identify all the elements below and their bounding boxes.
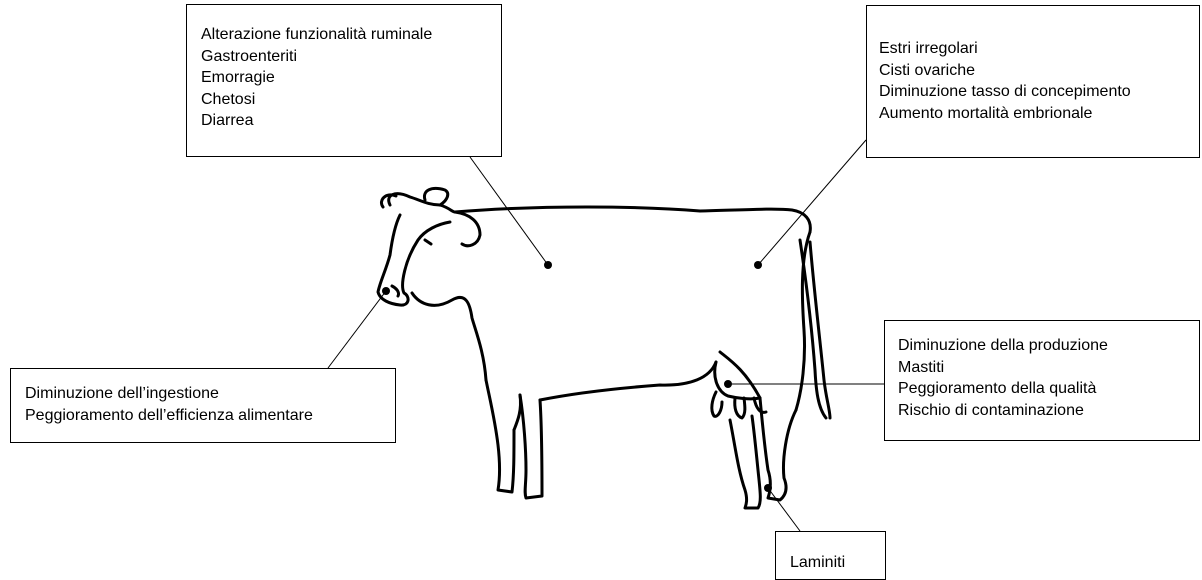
- callout-line: Diarrea: [201, 110, 501, 132]
- callout-line: Peggioramento della qualità: [898, 378, 1199, 400]
- callout-line: Alterazione funzionalità ruminale: [201, 24, 501, 46]
- callout-line: Mastiti: [898, 357, 1199, 379]
- cow-outline: [378, 188, 830, 508]
- callout-box-reproduction: Estri irregolari Cisti ovariche Diminuzi…: [866, 5, 1200, 158]
- callout-line: Gastroenteriti: [201, 46, 501, 68]
- point-reproduction: [754, 261, 762, 269]
- callout-box-rumen: Alterazione funzionalità ruminale Gastro…: [186, 4, 502, 157]
- leader-intake: [328, 291, 386, 368]
- callout-box-hoof: Laminiti: [775, 531, 886, 580]
- callout-line: Estri irregolari: [879, 38, 1199, 60]
- point-milk: [724, 380, 732, 388]
- leader-reproduction: [758, 140, 866, 265]
- callout-box-milk: Diminuzione della produzione Mastiti Peg…: [884, 320, 1200, 441]
- callout-line: Rischio di contaminazione: [898, 400, 1199, 422]
- point-intake: [382, 287, 390, 295]
- callout-line: Aumento mortalità embrionale: [879, 103, 1199, 125]
- callout-box-intake: Diminuzione dell’ingestione Peggiorament…: [10, 368, 396, 443]
- callout-line: Diminuzione dell’ingestione: [25, 383, 395, 405]
- callout-line: Diminuzione tasso di concepimento: [879, 81, 1199, 103]
- callout-line: Cisti ovariche: [879, 60, 1199, 82]
- callout-line: Diminuzione della produzione: [898, 335, 1199, 357]
- point-rumen: [544, 261, 552, 269]
- callout-line: Emorragie: [201, 67, 501, 89]
- callout-line: Peggioramento dell’efficienza alimentare: [25, 405, 395, 427]
- callout-line: Chetosi: [201, 89, 501, 111]
- point-hoof: [764, 484, 772, 492]
- callout-line: Laminiti: [790, 552, 885, 574]
